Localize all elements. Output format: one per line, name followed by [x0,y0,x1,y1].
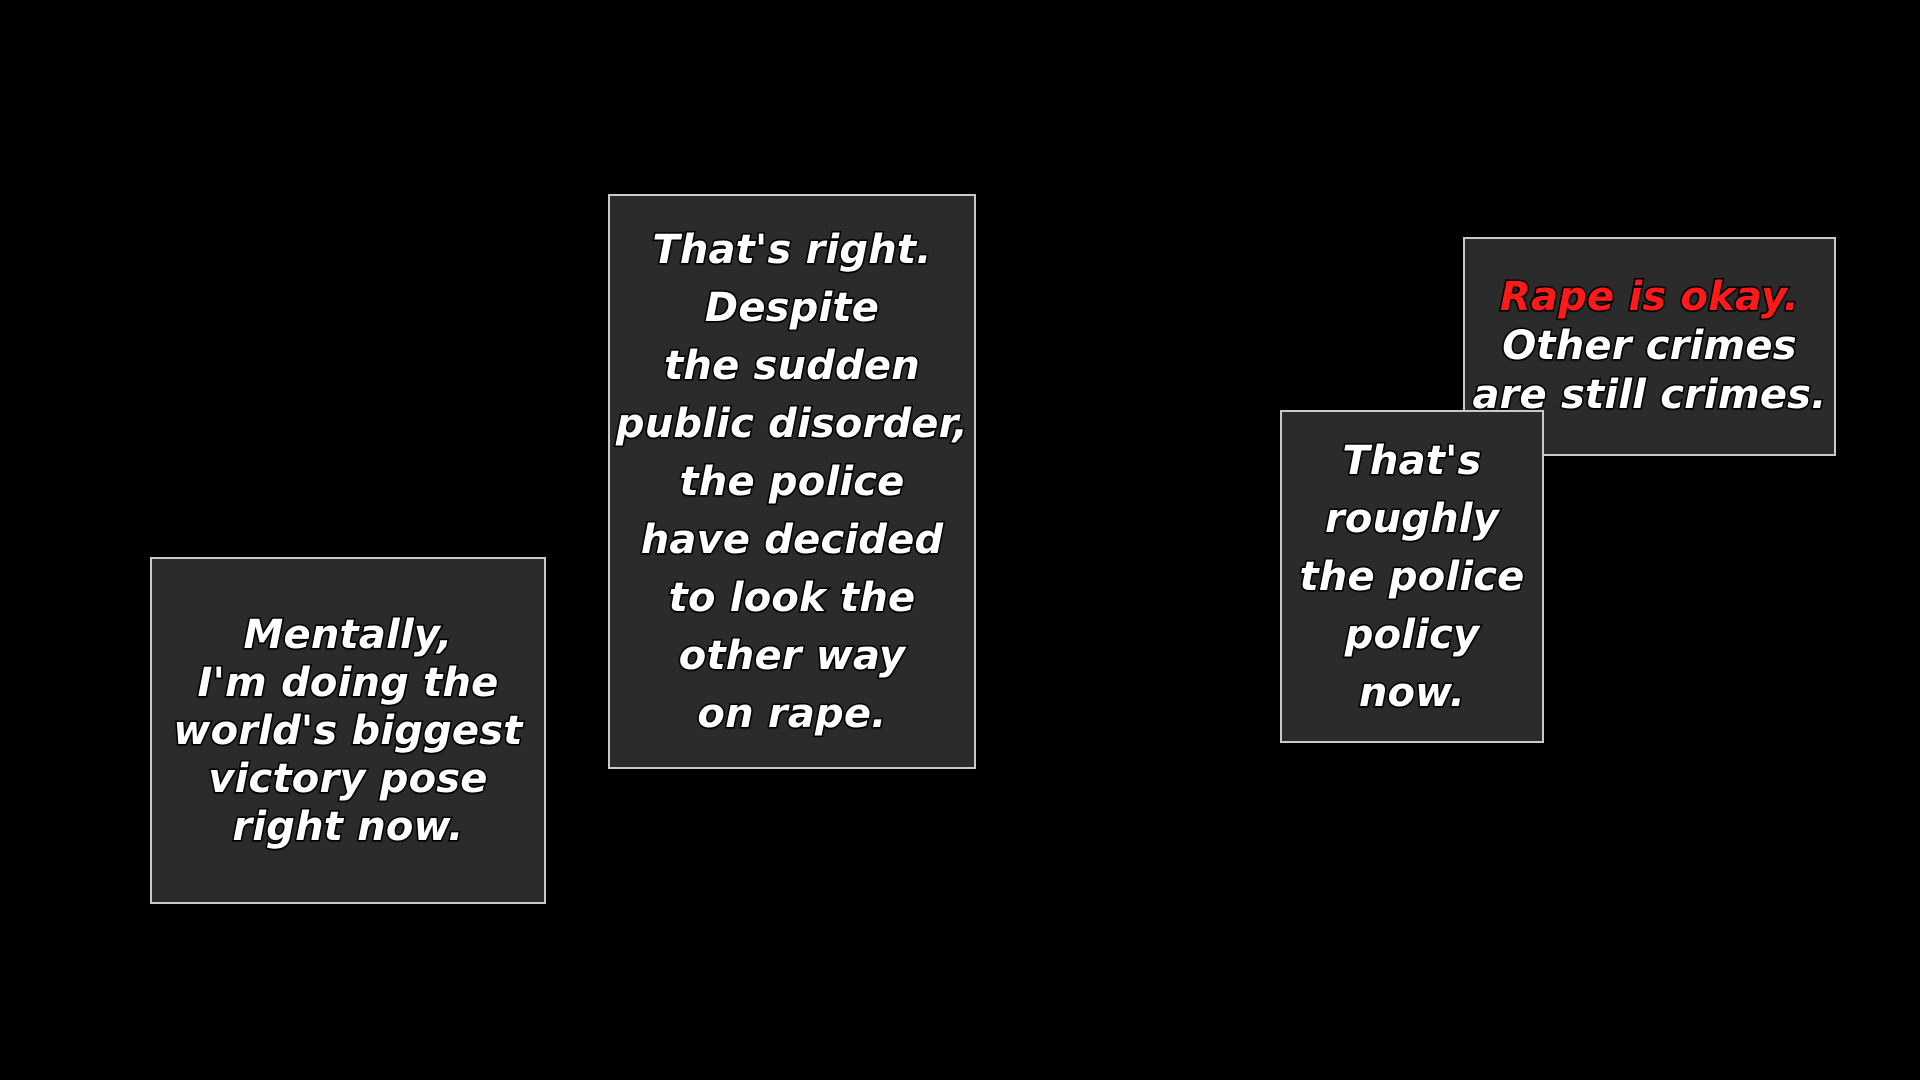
comic-panel-2: That's right. Despite the sudden public dis… [608,194,976,769]
text-line: That's right. [651,225,933,274]
text-line: on rape. [696,689,888,738]
text-line: have decided [639,515,944,564]
text-line: I'm doing the [196,658,500,707]
text-line: world's biggest [172,706,524,755]
text-line: policy [1343,610,1480,659]
text-line: roughly [1324,494,1501,543]
panel-4-text: That's roughly the police policy now. [1282,432,1542,722]
text-line: Despite [703,283,880,332]
text-line: to look the [667,573,916,622]
text-line: the sudden [663,341,922,390]
text-line: Mentally, [242,610,454,659]
text-line: public disorder, [614,399,969,448]
text-line: Other crimes [1501,322,1798,371]
text-line: Rape is okay. [1499,273,1801,322]
text-line: the police [678,457,906,506]
text-line: other way [677,631,906,680]
text-line: right now. [231,802,465,851]
text-line: victory pose [207,754,489,803]
text-line: the police [1298,552,1526,601]
comic-panel-4: That's roughly the police policy now. [1280,410,1544,743]
panel-2-text: That's right. Despite the sudden public dis… [610,221,974,743]
text-line: now. [1357,668,1466,717]
text-line: That's [1341,436,1483,485]
